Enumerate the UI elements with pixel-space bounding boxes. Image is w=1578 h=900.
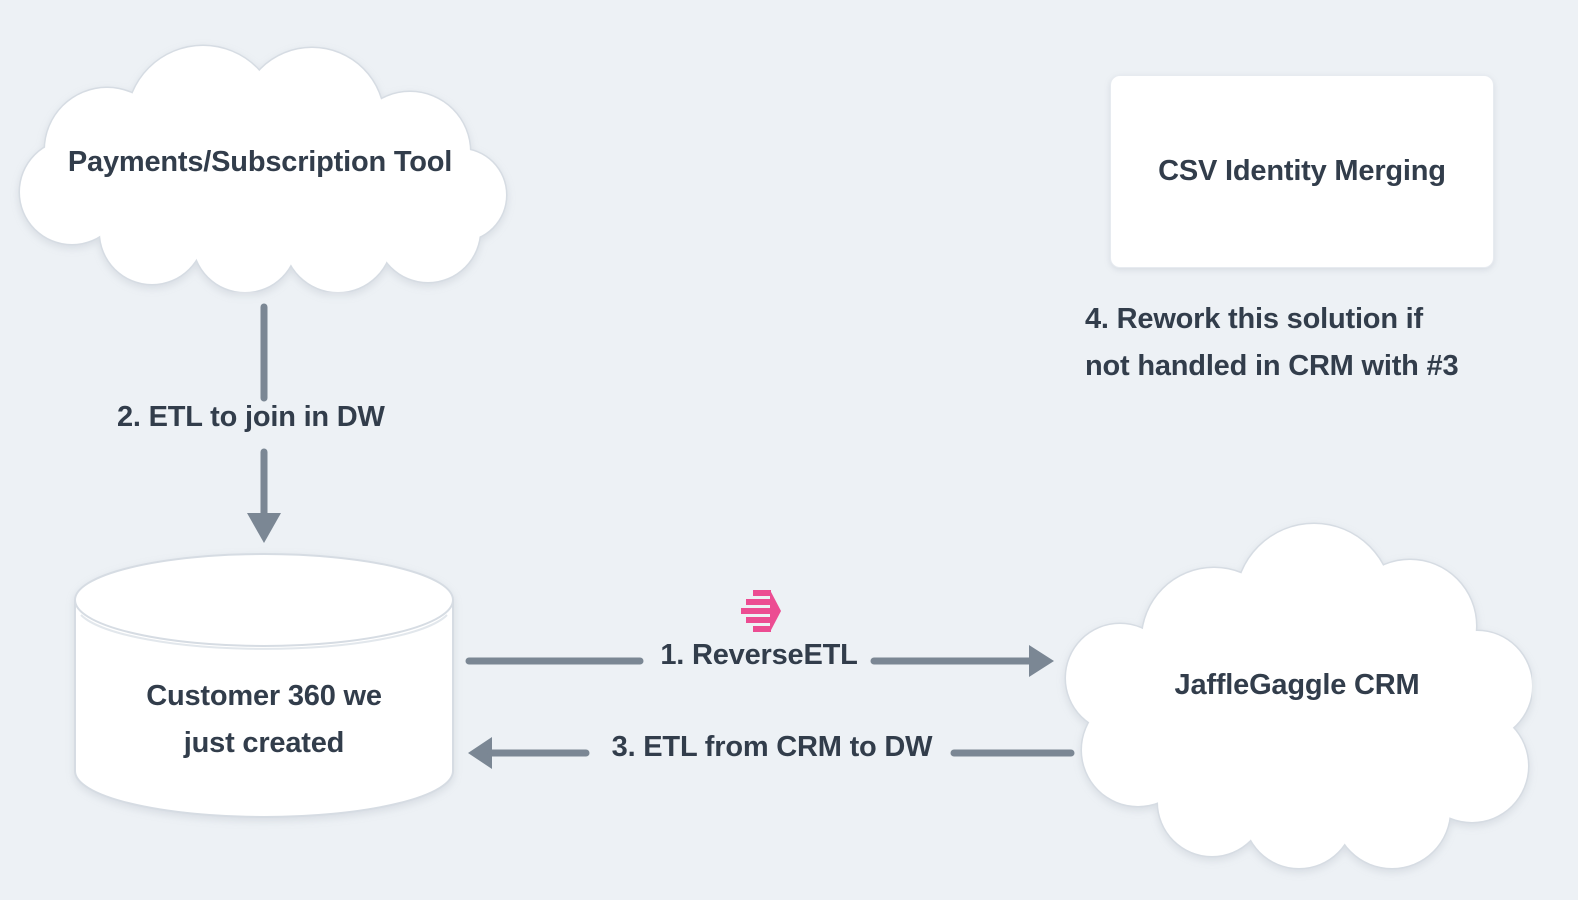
customer-360-db-label-line2: just created xyxy=(183,727,345,759)
hightouch-logo-icon xyxy=(741,590,781,632)
node-jafflegaggle-crm[interactable]: JaffleGaggle CRM xyxy=(1062,518,1532,872)
node-customer-360-db[interactable]: Customer 360 we just created xyxy=(73,553,455,818)
jafflegaggle-crm-label: JaffleGaggle CRM xyxy=(1174,668,1420,701)
node-payments-cloud[interactable]: Payments/Subscription Tool xyxy=(10,40,510,292)
note-step4: 4. Rework this solution if not handled i… xyxy=(1085,296,1459,390)
database-cylinder-shape xyxy=(74,553,454,818)
note-step4-line1: 4. Rework this solution if xyxy=(1085,303,1423,335)
arrow-reverse-etl[interactable] xyxy=(465,645,1054,677)
arrow-label-etl-from-crm-to-dw: 3. ETL from CRM to DW xyxy=(611,731,933,763)
customer-360-db-label: Customer 360 we just created xyxy=(73,673,455,767)
arrow-etl-from-crm-to-dw[interactable] xyxy=(468,737,1075,769)
arrow-label-etl-to-join-in-dw: 2. ETL to join in DW xyxy=(117,401,385,433)
arrow-label-reverse-etl: 1. ReverseETL xyxy=(660,639,858,671)
arrow-etl-to-join-in-dw[interactable] xyxy=(247,303,281,543)
customer-360-db-label-line1: Customer 360 we xyxy=(146,680,382,712)
csv-box-label: CSV Identity Merging xyxy=(1158,155,1446,187)
payments-cloud-label: Payments/Subscription Tool xyxy=(67,145,453,178)
node-csv-identity-merging[interactable]: CSV Identity Merging xyxy=(1110,75,1494,268)
note-step4-line2: not handled in CRM with #3 xyxy=(1085,350,1459,382)
